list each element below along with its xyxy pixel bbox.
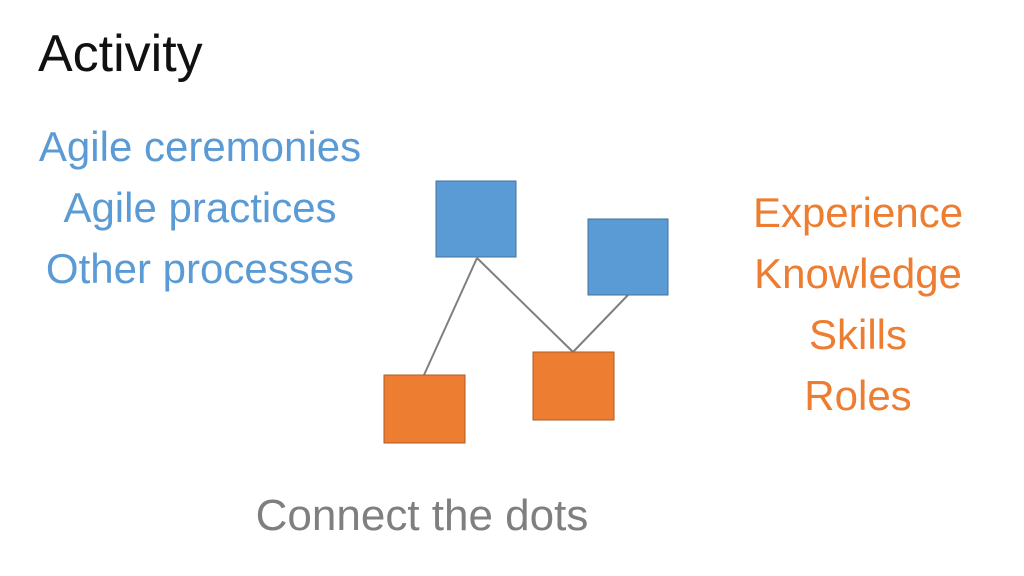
attribute-item-roles: Roles xyxy=(804,372,912,419)
process-item-ceremonies: Agile ceremonies xyxy=(38,123,362,170)
connector-blue-1-orange-2 xyxy=(476,257,574,353)
slide-caption: Connect the dots xyxy=(255,491,589,540)
node-blue-2 xyxy=(587,218,669,296)
process-item-practices: Agile practices xyxy=(63,184,337,231)
process-list: Agile ceremonies Agile practices Other p… xyxy=(10,116,390,299)
attribute-item-knowledge: Knowledge xyxy=(754,250,962,297)
connector-blue-1-orange-1 xyxy=(423,257,478,376)
process-item-other: Other processes xyxy=(45,245,355,292)
node-blue-1 xyxy=(435,180,517,258)
slide-title: Activity xyxy=(38,25,203,83)
node-orange-2 xyxy=(532,351,615,421)
attribute-list: Experience Knowledge Skills Roles xyxy=(728,182,988,426)
attribute-item-experience: Experience xyxy=(752,189,964,236)
attribute-item-skills: Skills xyxy=(808,311,907,358)
connector-blue-2-orange-2 xyxy=(572,294,629,353)
node-orange-1 xyxy=(383,374,466,444)
